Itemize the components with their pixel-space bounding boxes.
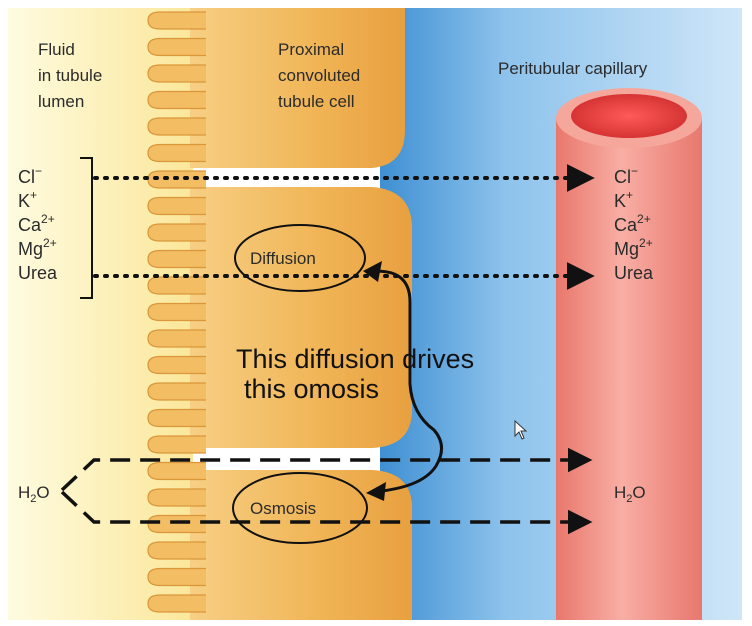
right-solute: Cl−: [614, 164, 638, 187]
microvillus: [147, 329, 206, 348]
microvillus: [147, 514, 206, 534]
solutes-left-list: Cl−K+Ca2+Mg2+ Urea: [18, 164, 58, 283]
diffusion-arrows: [93, 164, 595, 290]
right-solute: K+: [614, 188, 633, 211]
microvillus: [147, 90, 206, 110]
right-solute: Mg2+: [614, 236, 653, 259]
microvillus: [147, 488, 206, 507]
osmosis-label: Osmosis: [250, 499, 316, 518]
microvillus: [147, 223, 206, 242]
tubule-cell-label: Proximal convoluted tubule cell: [278, 40, 365, 111]
left-solute: Ca2+: [18, 212, 55, 235]
microvillus: [147, 461, 206, 481]
mouse-pointer-icon: [514, 420, 528, 440]
water-right-label: H2O: [614, 483, 646, 505]
water-left-label: H2O: [18, 483, 50, 505]
microvillus: [147, 117, 206, 136]
microvillus: [147, 196, 206, 216]
peritubular-capillary: [556, 88, 702, 620]
solutes-right-list: Cl−K+Ca2+Mg2+ Urea: [614, 164, 654, 283]
annotation-text: This diffusion drives this omosis: [236, 344, 482, 404]
microvillus: [147, 143, 206, 163]
right-solute: Urea: [614, 263, 654, 283]
microvillus: [147, 435, 206, 454]
microvillus: [147, 594, 206, 613]
microvillus: [147, 408, 206, 428]
right-solute: Ca2+: [614, 212, 651, 235]
capillary-label: Peritubular capillary: [498, 59, 648, 78]
left-solute: Cl−: [18, 164, 42, 187]
diffusion-circle: [234, 224, 366, 292]
left-solute: K+: [18, 188, 37, 211]
drives-arrow: [363, 261, 443, 501]
microvillus: [147, 37, 206, 57]
lumen-label: Fluid in tubule lumen: [38, 40, 107, 111]
microvillus: [147, 567, 206, 587]
microvillus: [147, 302, 206, 322]
osmosis-arrows: [60, 447, 593, 535]
diffusion-label: Diffusion: [250, 249, 316, 268]
microvillus: [147, 11, 206, 30]
tubule-cells: [190, 8, 412, 620]
microvillus: [147, 382, 206, 401]
microvillus: [147, 355, 206, 375]
left-solute: Mg2+: [18, 236, 57, 259]
left-solute: Urea: [18, 263, 58, 283]
solute-bracket: [80, 157, 93, 299]
microvillus: [147, 276, 206, 295]
microvillus: [147, 541, 206, 560]
brush-border-microvilli: [147, 11, 206, 613]
microvillus: [147, 249, 206, 269]
osmosis-circle: [232, 472, 368, 544]
microvillus: [147, 64, 206, 83]
